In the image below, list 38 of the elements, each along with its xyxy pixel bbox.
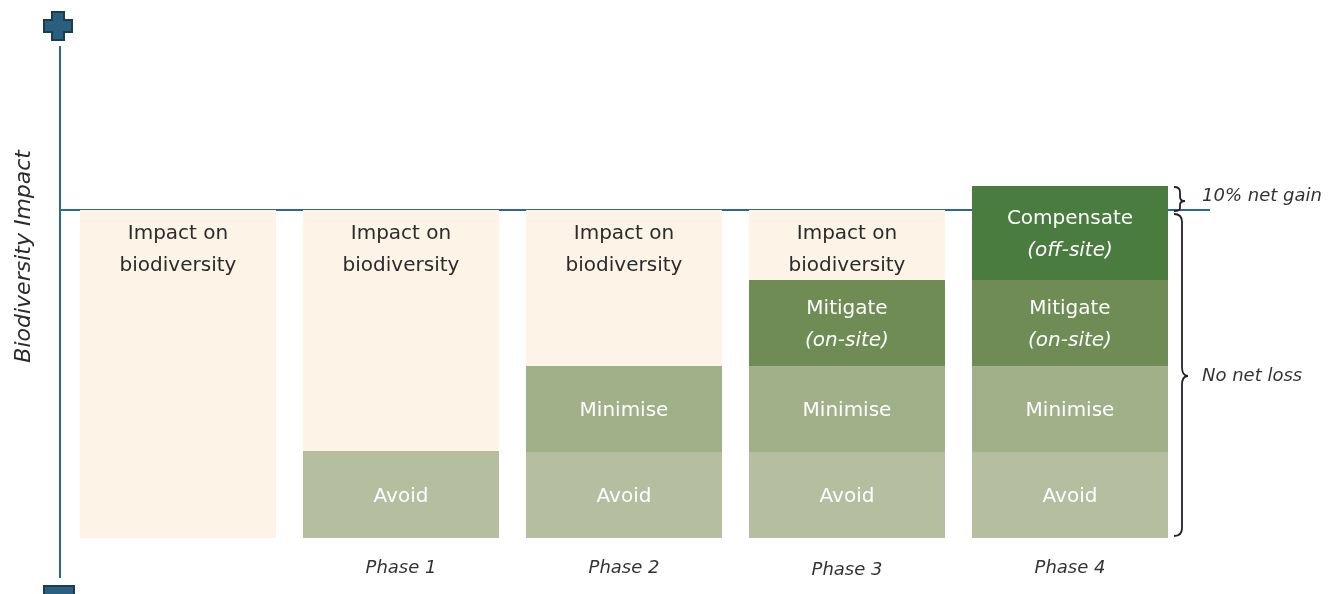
avoid-block xyxy=(749,452,945,538)
impact-block xyxy=(80,210,276,538)
block-label: Avoid xyxy=(819,482,875,509)
impact-block xyxy=(303,210,499,451)
avoid-block xyxy=(526,452,722,538)
block-label: Compensate xyxy=(1006,204,1134,231)
block-label: Avoid xyxy=(596,482,652,509)
block-note: (on-site) xyxy=(805,326,889,353)
minimise-block xyxy=(972,366,1168,452)
phase-label: Phase 4 xyxy=(1033,556,1107,577)
block-label: Mitigate xyxy=(1029,294,1111,321)
avoid-block xyxy=(972,452,1168,538)
mitigate-block xyxy=(972,280,1168,366)
impact-block xyxy=(749,210,945,280)
mitigate-block xyxy=(749,280,945,366)
block-note: (on-site) xyxy=(1028,326,1112,353)
block-label: Minimise xyxy=(802,396,892,423)
minimise-block xyxy=(749,366,945,452)
block-label: Avoid xyxy=(1042,482,1098,509)
block-label: Mitigate xyxy=(806,294,888,321)
block-label: Avoid xyxy=(373,481,429,509)
block-label: Minimise xyxy=(1025,396,1115,423)
block-label: Impact on biodiversity xyxy=(341,219,461,278)
avoid-block xyxy=(303,451,499,538)
impact-block xyxy=(526,210,722,366)
phase-label: Phase 3 xyxy=(810,558,884,579)
block-label: Impact on biodiversity xyxy=(564,219,684,278)
phase-label: Phase 2 xyxy=(587,556,661,577)
axis-title: Biodiversity Impact xyxy=(10,150,35,363)
minimise-block xyxy=(526,366,722,452)
phase-label: Phase 1 xyxy=(364,556,438,577)
annotation: No net loss xyxy=(1202,364,1303,385)
block-label: Minimise xyxy=(579,396,669,423)
block-label: Impact on biodiversity xyxy=(118,219,238,278)
compensate-block xyxy=(972,186,1168,280)
block-note: (off-site) xyxy=(1027,236,1113,263)
annotation: 10% net gain xyxy=(1202,184,1322,205)
block-label: Impact on biodiversity xyxy=(787,219,907,278)
